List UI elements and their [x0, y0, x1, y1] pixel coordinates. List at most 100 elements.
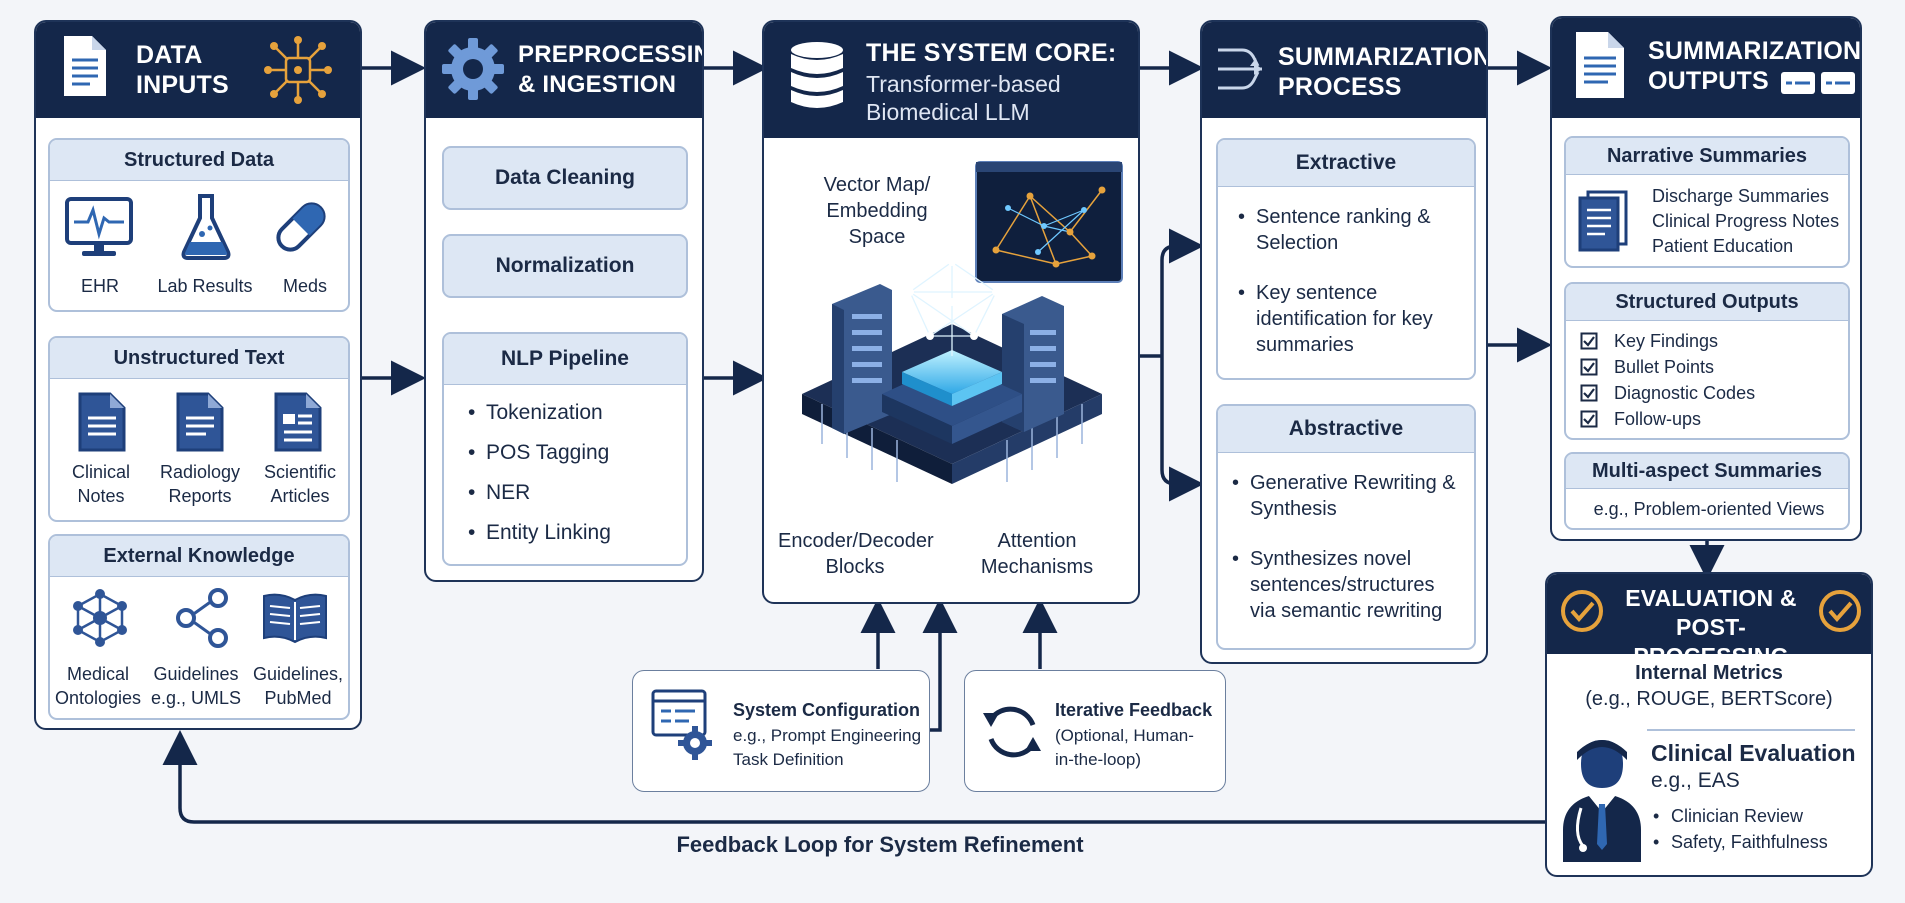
clinical-notes-icon — [78, 392, 126, 452]
nlp-pipeline-heading: NLP Pipeline — [444, 334, 686, 385]
external-item-guidelines-pubmed: Guidelines, PubMed — [252, 664, 344, 708]
arrow-feedback-to-core-left — [922, 598, 958, 732]
arrow-core-to-extractive — [1140, 246, 1190, 358]
structured-output-diagnostic-codes: Diagnostic Codes — [1614, 383, 1756, 403]
multi-aspect-heading: Multi-aspect Summaries — [1566, 454, 1848, 489]
scientific-articles-icon — [274, 392, 322, 452]
open-book-icon — [260, 592, 330, 644]
extractive-item-ranking: Sentence ranking & Selection — [1238, 204, 1452, 256]
clinical-evaluation-sub: e.g., EAS — [1651, 769, 1740, 792]
nlp-item-tokenization: Tokenization — [468, 400, 603, 426]
clinical-item-safety: Safety, Faithfulness — [1653, 830, 1828, 854]
data-inputs-title: DATA INPUTS — [136, 41, 229, 99]
preprocessing-panel: PREPROCESSING & INGESTION Data Cleaning … — [424, 20, 704, 582]
gear-icon — [440, 36, 506, 102]
ontology-network-icon — [70, 588, 130, 648]
refresh-cycle-icon — [979, 699, 1045, 765]
data-inputs-header: DATA INPUTS — [36, 22, 360, 118]
internal-metrics-heading: Internal Metrics — [1635, 662, 1783, 684]
unstructured-item-radiology-reports: Radiology Reports — [159, 462, 241, 506]
checkbox-icon-3 — [1580, 384, 1598, 402]
arrow-feedback-loop — [162, 730, 1545, 824]
checkbox-icon-2 — [1580, 358, 1598, 376]
structured-item-meds: Meds — [282, 276, 327, 296]
structured-data-card: Structured Data EHR Lab Results Meds — [48, 138, 350, 312]
embedding-space-screen — [974, 160, 1124, 284]
medication-capsule-icon — [270, 196, 332, 258]
iterative-feedback-line-2: in-the-loop) — [1055, 750, 1141, 769]
nlp-item-entity-linking: Entity Linking — [468, 520, 611, 546]
abstractive-item-synthesizes: Synthesizes novel sentences/structures v… — [1232, 546, 1464, 624]
structured-output-key-findings: Key Findings — [1614, 331, 1719, 351]
structured-data-heading: Structured Data — [50, 140, 348, 181]
structured-output-follow-ups: Follow-ups — [1614, 409, 1702, 429]
document-icon — [62, 34, 108, 98]
abstractive-heading: Abstractive — [1218, 406, 1474, 453]
feedback-loop-label: Feedback Loop for System Refinement — [676, 832, 1084, 857]
checkbox-icon-4 — [1580, 410, 1598, 428]
summarization-header: SUMMARIZATION PROCESS — [1202, 22, 1486, 118]
evaluation-panel: EVALUATION & POST-PROCESSING Internal Me… — [1545, 572, 1873, 877]
neural-chip-illustration — [792, 244, 1112, 514]
multi-aspect-text: e.g., Problem-oriented Views — [1593, 499, 1825, 519]
extractive-heading: Extractive — [1218, 140, 1474, 187]
vector-map-label: Vector Map/ Embedding Space — [823, 174, 931, 248]
output-document-icon — [1574, 30, 1626, 100]
share-nodes-icon — [174, 588, 230, 648]
outputs-header: SUMMARIZATION OUTPUTS — [1552, 18, 1860, 118]
preprocessing-header: PREPROCESSING & INGESTION — [426, 22, 702, 118]
check-circle-icon-right — [1817, 588, 1863, 634]
outputs-title: SUMMARIZATION OUTPUTS — [1648, 37, 1862, 95]
unstructured-item-clinical-notes: Clinical Notes — [71, 462, 131, 506]
system-configuration-line-2: Task Definition — [733, 750, 844, 769]
external-knowledge-card: External Knowledge Medical Ontologies Gu… — [48, 534, 350, 720]
check-circle-icon-left — [1559, 588, 1605, 634]
attention-mechanisms-label: Attention Mechanisms — [980, 530, 1094, 578]
narrative-item-progress: Clinical Progress Notes — [1652, 211, 1840, 231]
narrative-item-discharge: Discharge Summaries — [1652, 186, 1830, 206]
clinical-evaluation-heading: Clinical Evaluation — [1651, 740, 1856, 766]
system-core-panel: THE SYSTEM CORE: Transformer-based Biome… — [762, 20, 1140, 604]
abstractive-card: Abstractive Generative Rewriting & Synth… — [1216, 404, 1476, 650]
extractive-item-identification: Key sentence identification for key summ… — [1238, 280, 1456, 358]
system-core-title: THE SYSTEM CORE: — [866, 39, 1117, 67]
summarization-title: SUMMARIZATION PROCESS — [1278, 43, 1488, 101]
chip-network-icon — [262, 34, 334, 106]
summarization-panel: SUMMARIZATION PROCESS Extractive Sentenc… — [1200, 20, 1488, 664]
nlp-pipeline-card: NLP Pipeline Tokenization POS Tagging NE… — [442, 332, 688, 566]
data-inputs-panel: DATA INPUTS Structured Data EHR Lab Resu… — [34, 20, 362, 730]
database-icon — [788, 40, 846, 112]
system-configuration-title: System Configuration — [733, 700, 921, 720]
abstractive-item-rewriting: Generative Rewriting & Synthesis — [1232, 470, 1460, 522]
clinical-item-review: Clinician Review — [1653, 804, 1803, 828]
evaluation-title: EVALUATION & POST-PROCESSING — [1625, 585, 1797, 669]
clinician-avatar-icon — [1559, 734, 1645, 864]
nlp-item-pos-tagging: POS Tagging — [468, 440, 609, 466]
evaluation-header: EVALUATION & POST-PROCESSING — [1547, 574, 1871, 669]
unstructured-item-scientific-articles: Scientific Articles — [263, 462, 337, 506]
ehr-monitor-icon — [64, 196, 134, 260]
radiology-reports-icon — [176, 392, 224, 452]
narrative-summaries-heading: Narrative Summaries — [1566, 138, 1848, 175]
internal-metrics-text: (e.g., ROUGE, BERTScore) — [1585, 688, 1833, 710]
structured-output-bullet-points: Bullet Points — [1614, 357, 1715, 377]
nlp-item-ner: NER — [468, 480, 530, 506]
step-normalization: Normalization — [442, 234, 688, 298]
unstructured-text-card: Unstructured Text Clinical Notes Radiolo… — [48, 336, 350, 522]
iterative-feedback-line-1: (Optional, Human- — [1055, 726, 1194, 745]
output-badges-icon — [1780, 70, 1856, 96]
unstructured-text-heading: Unstructured Text — [50, 338, 348, 379]
step-data-cleaning: Data Cleaning — [442, 146, 688, 210]
multi-aspect-card: Multi-aspect Summaries e.g., Problem-ori… — [1564, 452, 1850, 530]
structured-outputs-heading: Structured Outputs — [1566, 284, 1848, 321]
narrative-summaries-card: Narrative Summaries Discharge Summaries … — [1564, 136, 1850, 268]
iterative-feedback-box: Iterative Feedback (Optional, Human- in-… — [964, 670, 1226, 792]
extractive-card: Extractive Sentence ranking & Selection … — [1216, 138, 1476, 380]
flow-arrows-icon — [1212, 36, 1272, 102]
encoder-decoder-label: Encoder/Decoder Blocks — [778, 530, 934, 578]
external-item-medical-ontologies: Medical Ontologies — [54, 664, 142, 708]
system-configuration-line-1: e.g., Prompt Engineering — [733, 726, 922, 745]
system-core-subtitle: Transformer-based Biomedical LLM — [866, 71, 1061, 125]
structured-item-ehr: EHR — [80, 276, 119, 296]
